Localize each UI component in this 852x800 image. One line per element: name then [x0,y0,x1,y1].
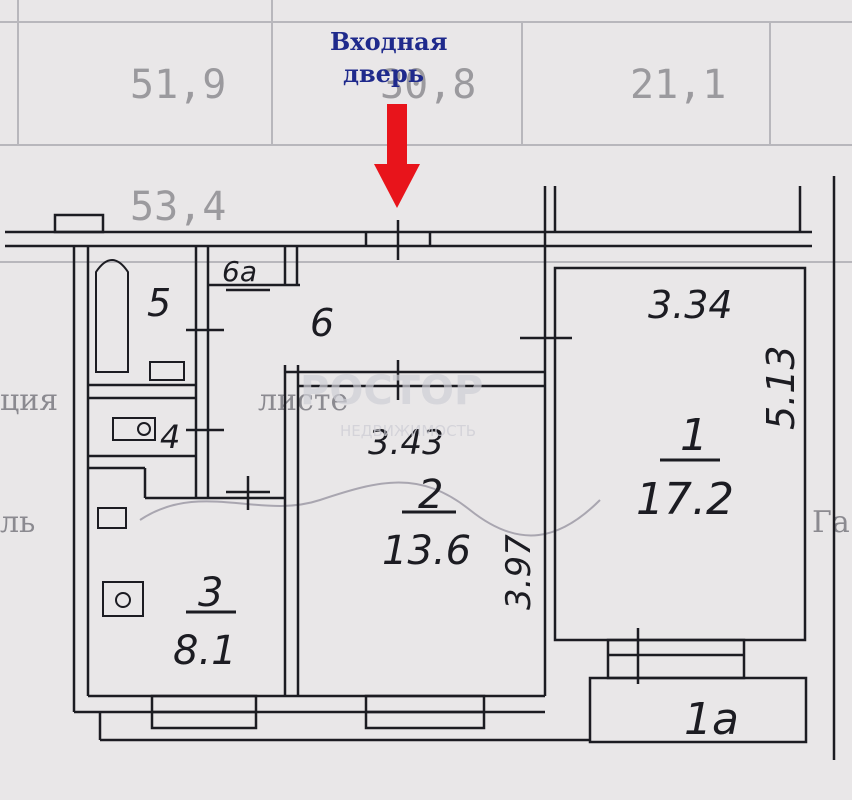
kitchen-sink-icon [97,507,127,529]
room-6a-number: 6а [222,255,257,288]
toilet-icon [112,417,156,441]
bg-text-left-top: ция [0,383,58,418]
walls [5,176,836,760]
bathtub-icon [95,259,129,373]
fixtures [95,259,185,617]
entrance-label-line1: Входная [330,27,447,56]
room-1a-label: 1а [684,694,739,745]
document-table-grid [0,0,852,263]
table-value-total: 53,4 [130,184,226,230]
room-1-dim-top: 3.34 [648,283,733,327]
bg-text-mid: листе [258,383,348,418]
signature-scribble [139,481,601,537]
table-value-living: 51,9 [130,62,226,108]
sink-icon [149,361,185,381]
room-6-number: 6 [310,301,334,345]
room-1-dim-side: 5.13 [759,345,803,430]
room-5-number: 5 [147,281,171,325]
room-2-area: 13.6 [382,528,471,574]
room-2-dim-side: 3.97 [499,534,539,610]
entrance-label-line2: дверь [343,59,424,88]
watermark-brand: РОСТОР [300,368,483,414]
table-value-aux: 21,1 [630,62,726,108]
room-2-number: 2 [418,472,443,518]
room-4-number: 4 [160,418,180,456]
room-3-area: 8.1 [173,628,237,674]
room-1-number: 1 [680,410,708,461]
room-1-area: 17.2 [636,474,734,525]
door-marks [186,220,640,684]
entrance-arrow-icon [374,104,420,208]
table-value-rooms: 30,8 [380,62,476,108]
room-3-number: 3 [198,570,223,616]
bg-text-right: Га [812,505,850,540]
watermark-tagline: НЕДВИЖИМОСТЬ [340,422,476,440]
room-2-dim-top: 3.43 [368,423,444,463]
bg-text-left-mid: ль [0,505,35,540]
stove-icon [102,581,144,617]
